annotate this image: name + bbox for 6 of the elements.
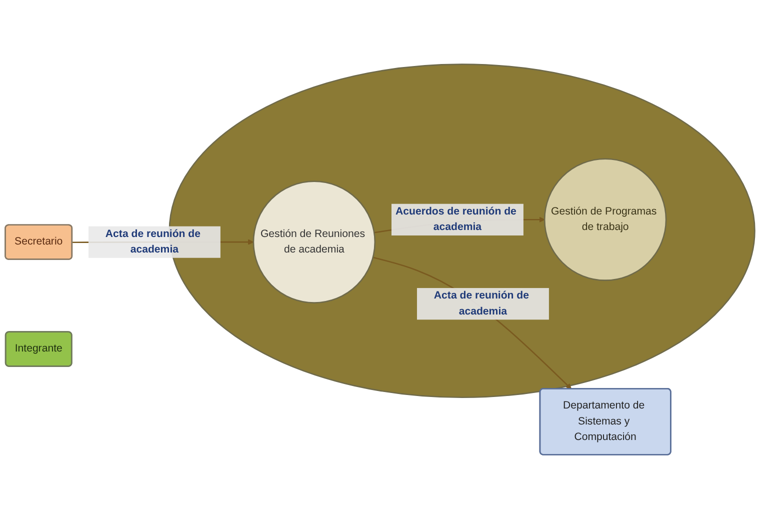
node-circle: Gestión de Programas de trabajo	[544, 158, 667, 282]
node-circle: Gestión de Reuniones de academia	[252, 180, 376, 304]
edge-label: Acuerdos de reunión de academia	[396, 206, 516, 233]
edge-label: Acta de reunión de academia	[434, 290, 530, 318]
arrow	[372, 256, 572, 390]
edge-label: Acta de reunión de academia	[105, 228, 201, 256]
